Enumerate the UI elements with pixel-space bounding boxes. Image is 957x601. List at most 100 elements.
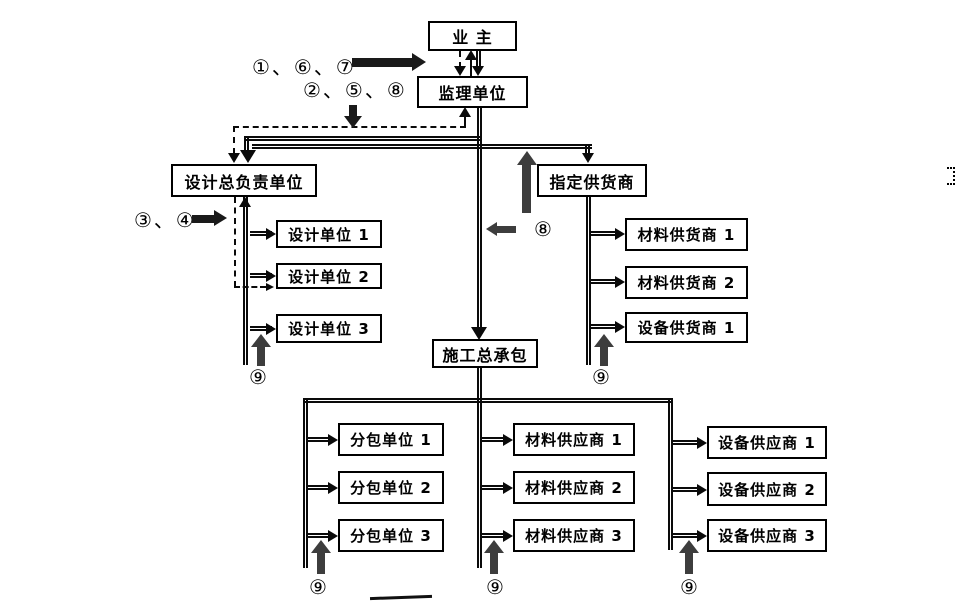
report-arrow-up-icon <box>594 334 614 347</box>
arrowhead-right-icon <box>503 482 513 494</box>
edge-branch-material-supplier-3 <box>482 533 503 538</box>
edge-branch-material-vendor-2 <box>591 279 617 284</box>
report-arrow-up-icon <box>251 334 271 347</box>
node-subcontractor-1: 分包单位 1 <box>338 423 444 456</box>
edge-supervision-dashed-up <box>464 115 466 127</box>
node-equipment-supplier-2: 设备供应商 2 <box>707 472 827 506</box>
edge-rail-design-lead-drop <box>244 136 249 152</box>
node-material-supplier-3: 材料供应商 3 <box>513 519 635 552</box>
node-equipment-supplier-1: 设备供应商 1 <box>707 426 827 459</box>
edge-branch-equipment-supplier-2 <box>673 487 697 492</box>
node-supervisor: 监理单位 <box>417 76 528 108</box>
flow-arrow-right-icon <box>214 210 227 226</box>
supply-arrow-left-icon <box>486 222 497 236</box>
node-material-vendor-1: 材料供货商 1 <box>625 218 748 251</box>
node-design-unit-3: 设计单位 3 <box>276 314 382 343</box>
label-supply-8: ⑧ <box>534 217 554 241</box>
node-equipment-supplier-3: 设备供应商 3 <box>707 519 827 552</box>
report-arrow-shaft <box>685 552 693 574</box>
report-arrow-shaft <box>490 552 498 574</box>
supply-arrow-shaft <box>522 165 531 213</box>
arrowhead-down-icon <box>454 66 466 76</box>
label-report-material: ⑨ <box>486 575 506 599</box>
node-material-vendor-2: 材料供货商 2 <box>625 266 748 299</box>
node-design-lead: 设计总负责单位 <box>171 164 317 197</box>
label-report-equipment: ⑨ <box>680 575 700 599</box>
label-report-sub: ⑨ <box>309 575 329 599</box>
edge-branch-subcontractor-3 <box>308 533 330 538</box>
arrowhead-right-icon <box>697 484 707 496</box>
label-report-vendor: ⑨ <box>592 365 612 389</box>
flow-arrow-right-shaft <box>192 215 215 223</box>
arrowhead-right-icon <box>615 228 625 240</box>
node-owner: 业 主 <box>428 21 517 51</box>
edge-dashed-design-branch-h <box>234 286 266 288</box>
arrowhead-right-icon <box>266 283 274 291</box>
edge-branch-subcontractor-1 <box>308 437 330 442</box>
edge-branch-equipment-vendor-1 <box>591 324 617 329</box>
arrowhead-up-icon <box>465 50 477 60</box>
arrowhead-right-icon <box>328 530 338 542</box>
node-subcontractor-2: 分包单位 2 <box>338 471 444 504</box>
arrowhead-down-icon <box>472 66 484 76</box>
edge-gc-down <box>477 368 482 400</box>
arrowhead-right-icon <box>328 434 338 446</box>
node-design-unit-1: 设计单位 1 <box>276 220 382 248</box>
edge-branch-subcontractor-2 <box>308 485 330 490</box>
arrowhead-right-icon <box>615 321 625 333</box>
arrowhead-right-icon <box>503 530 513 542</box>
edge-spine-equipment-suppliers <box>668 398 673 550</box>
edge-branch-equipment-supplier-3 <box>673 533 697 538</box>
node-design-unit-2: 设计单位 2 <box>276 263 382 289</box>
report-arrow-shaft <box>317 552 325 574</box>
flow-arrow-down-shaft <box>349 105 357 117</box>
edge-owner-supervisor-double <box>476 51 481 68</box>
label-flow-1-6-7: ①、⑥、⑦ <box>252 55 356 79</box>
arrowhead-right-icon <box>697 437 707 449</box>
edge-dashed-design-branch-v <box>234 197 236 287</box>
arrowhead-down-icon <box>228 153 240 163</box>
edge-owner-supervisor-dashed <box>459 51 461 68</box>
edge-branch-material-supplier-1 <box>482 437 503 442</box>
arrowhead-right-icon <box>328 482 338 494</box>
node-material-supplier-1: 材料供应商 1 <box>513 423 635 456</box>
edge-spine-subcontractors <box>303 398 308 568</box>
edge-gc-crossbar <box>303 398 673 403</box>
report-arrow-up-icon <box>311 540 331 553</box>
scan-artifact-line <box>369 594 433 601</box>
flow-arrow-right-icon <box>412 53 426 71</box>
arrowhead-right-icon <box>503 434 513 446</box>
report-arrow-shaft <box>600 346 608 366</box>
flow-arrow-right-shaft <box>352 58 412 67</box>
arrowhead-right-icon <box>266 228 276 240</box>
arrowhead-down-icon <box>582 153 594 163</box>
edge-branch-material-supplier-2 <box>482 485 503 490</box>
arrowhead-up-icon <box>459 107 471 117</box>
arrowhead-right-icon <box>266 323 276 335</box>
edge-spine-designated-supplier <box>586 197 591 365</box>
supply-arrow-up-icon <box>517 151 537 165</box>
flow-arrow-down-icon <box>344 116 362 128</box>
label-report-design: ⑨ <box>249 365 269 389</box>
supply-arrow-left-shaft <box>497 226 516 233</box>
edge-branch-design-unit-1 <box>250 231 272 236</box>
node-material-supplier-2: 材料供应商 2 <box>513 471 635 504</box>
edge-branch-equipment-supplier-1 <box>673 440 697 445</box>
label-flow-3-4: ③、④ <box>134 208 196 232</box>
report-arrow-up-icon <box>484 540 504 553</box>
edge-branch-design-unit-3 <box>250 326 272 331</box>
edge-spine-design-lead <box>243 197 248 365</box>
edge-rail-to-design-lead <box>244 136 480 141</box>
edge-supervision-dashed-down <box>233 126 235 154</box>
edge-rail-supplier-drop <box>585 144 590 155</box>
edge-spine-material-suppliers <box>477 398 482 568</box>
label-flow-2-5-8: ②、⑤、⑧ <box>303 78 407 102</box>
node-general-contractor: 施工总承包 <box>432 339 538 368</box>
arrowhead-right-icon <box>615 276 625 288</box>
edge-branch-material-vendor-1 <box>591 231 617 236</box>
scan-artifact-dots <box>947 167 955 185</box>
edge-branch-design-unit-2 <box>250 273 272 278</box>
edge-rail-to-designated-supplier <box>252 144 592 149</box>
arrowhead-right-icon <box>266 270 276 282</box>
